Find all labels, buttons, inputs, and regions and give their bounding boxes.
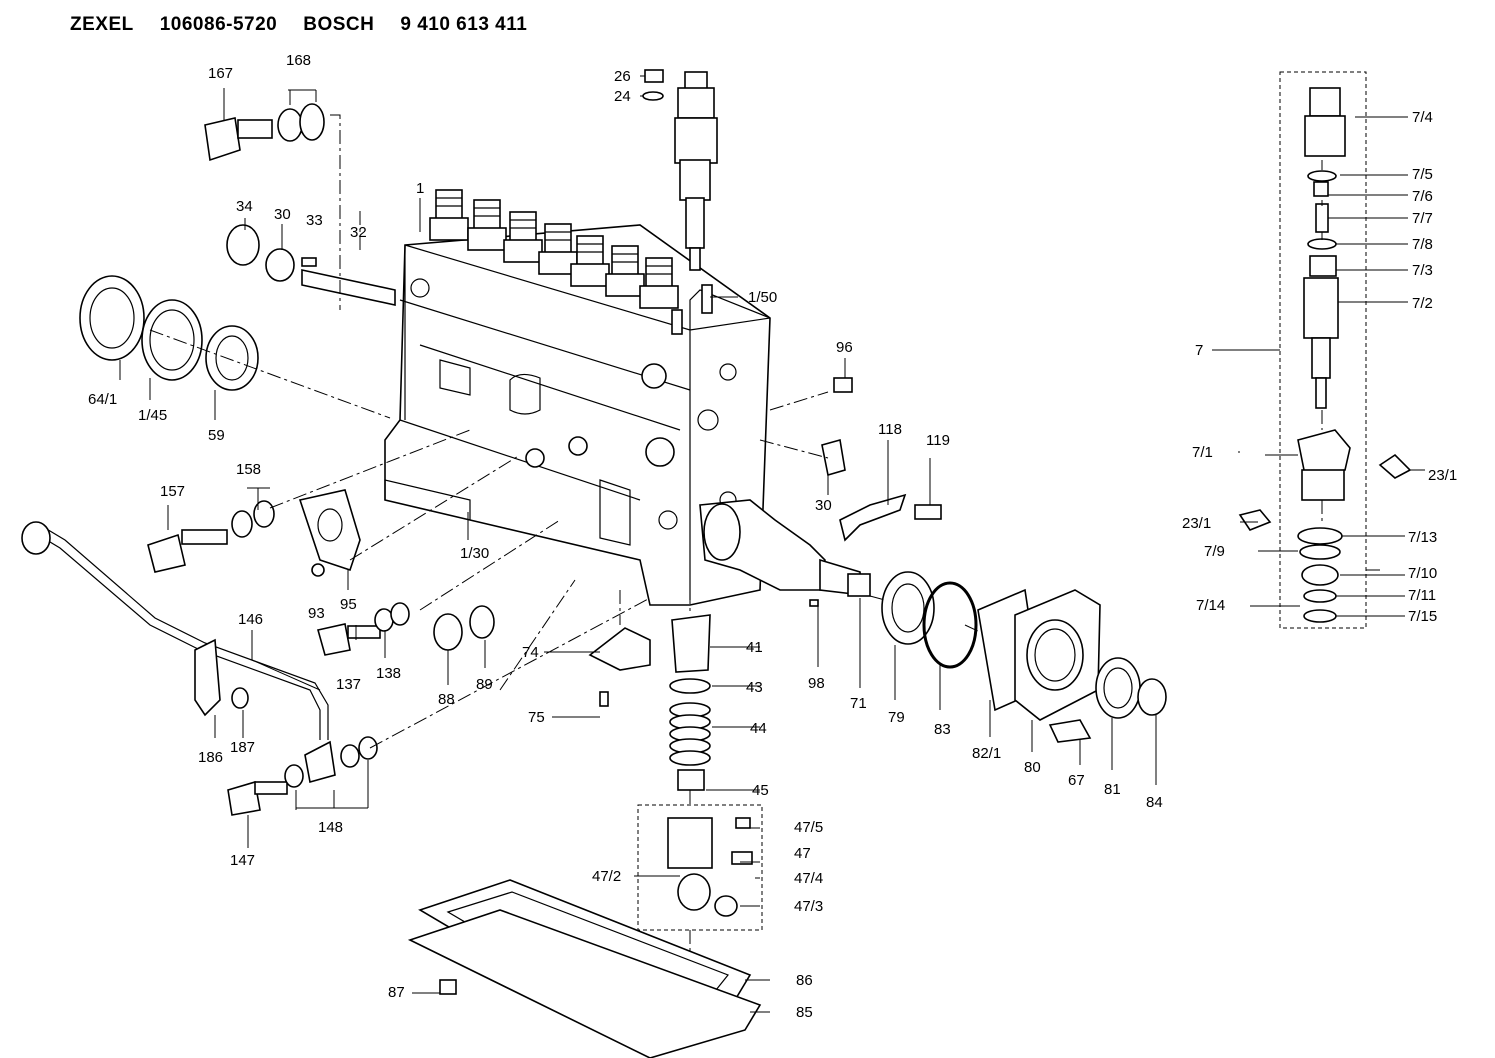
label-34: 34 <box>236 198 253 215</box>
label-118: 118 <box>878 421 902 438</box>
label-30-right: 30 <box>815 497 832 514</box>
label-88: 88 <box>438 691 455 708</box>
label-95: 95 <box>340 596 357 613</box>
label-82-1: 82/1 <box>972 745 1002 762</box>
label-7-2: 7/2 <box>1412 295 1433 312</box>
label-7-4: 7/4 <box>1412 109 1433 126</box>
label-167: 167 <box>208 65 234 82</box>
label-7-6: 7/6 <box>1412 188 1433 205</box>
label-47-3: 47/3 <box>794 898 824 915</box>
label-7-10: 7/10 <box>1408 565 1438 582</box>
right-parts <box>809 377 1167 743</box>
label-47: 47 <box>794 845 811 862</box>
header-part-bosch: 9 410 613 411 <box>400 14 528 35</box>
label-7-15: 7/15 <box>1408 608 1438 625</box>
label-186: 186 <box>198 749 224 766</box>
label-86: 86 <box>796 972 813 989</box>
label-7-1: 7/1 <box>1192 444 1213 461</box>
label-30-upper: 30 <box>274 206 291 223</box>
label-47-2: 47/2 <box>592 868 622 885</box>
label-119: 119 <box>926 432 950 449</box>
label-71: 71 <box>850 695 867 712</box>
center-lower-parts <box>407 614 762 1058</box>
element-assembly <box>1238 71 1412 629</box>
label-23-1-left: 23/1 <box>1182 515 1212 532</box>
label-93: 93 <box>308 605 325 622</box>
label-157: 157 <box>160 483 186 500</box>
label-7-13: 7/13 <box>1408 529 1438 546</box>
label-146: 146 <box>238 611 264 628</box>
pump-housing <box>384 189 871 606</box>
label-7-3: 7/3 <box>1412 262 1433 279</box>
label-79: 79 <box>888 709 905 726</box>
label-45: 45 <box>752 782 769 799</box>
label-64-1: 64/1 <box>88 391 118 408</box>
label-7-9: 7/9 <box>1204 543 1225 560</box>
label-7-11: 7/11 <box>1408 587 1437 604</box>
label-43: 43 <box>746 679 763 696</box>
label-87: 87 <box>388 984 405 1001</box>
header-part-zexel: 106086-5720 <box>159 14 278 35</box>
label-7-5: 7/5 <box>1412 166 1433 183</box>
label-81: 81 <box>1104 781 1121 798</box>
label-75: 75 <box>528 709 545 726</box>
label-7-8: 7/8 <box>1412 236 1433 253</box>
label-138: 138 <box>376 665 402 682</box>
label-44: 44 <box>750 720 767 737</box>
label-7-14: 7/14 <box>1196 597 1226 614</box>
label-24: 24 <box>614 88 631 105</box>
label-147: 147 <box>230 852 256 869</box>
leader-lines <box>119 75 1425 1013</box>
label-80: 80 <box>1024 759 1041 776</box>
label-1-45: 1/45 <box>138 407 168 424</box>
label-84: 84 <box>1146 794 1163 811</box>
label-33: 33 <box>306 212 323 229</box>
header-brand-bosch: BOSCH <box>303 14 375 35</box>
label-67: 67 <box>1068 772 1085 789</box>
label-168: 168 <box>286 52 312 69</box>
label-32: 32 <box>350 224 367 241</box>
label-47-5: 47/5 <box>794 819 824 836</box>
label-59: 59 <box>208 427 225 444</box>
label-98: 98 <box>808 675 825 692</box>
label-158: 158 <box>236 461 262 478</box>
label-137: 137 <box>336 676 362 693</box>
label-148: 148 <box>318 819 344 836</box>
label-89: 89 <box>476 676 493 693</box>
label-83: 83 <box>934 721 951 738</box>
label-7: 7 <box>1195 342 1204 359</box>
left-parts <box>21 103 495 816</box>
label-96: 96 <box>836 339 853 356</box>
label-41: 41 <box>746 639 763 656</box>
label-26: 26 <box>614 68 631 85</box>
header-brand-zexel: ZEXEL <box>70 14 134 35</box>
label-47-4: 47/4 <box>794 870 824 887</box>
label-1-30: 1/30 <box>460 545 490 562</box>
label-74: 74 <box>522 644 539 661</box>
label-1-50: 1/50 <box>748 289 778 306</box>
label-187: 187 <box>230 739 256 756</box>
label-23-1-right: 23/1 <box>1428 467 1458 484</box>
label-85: 85 <box>796 1004 813 1021</box>
diagram-header: ZEXEL 106086-5720 BOSCH 9 410 613 411 <box>70 14 553 36</box>
label-1: 1 <box>416 180 425 197</box>
label-7-7: 7/7 <box>1412 210 1433 227</box>
